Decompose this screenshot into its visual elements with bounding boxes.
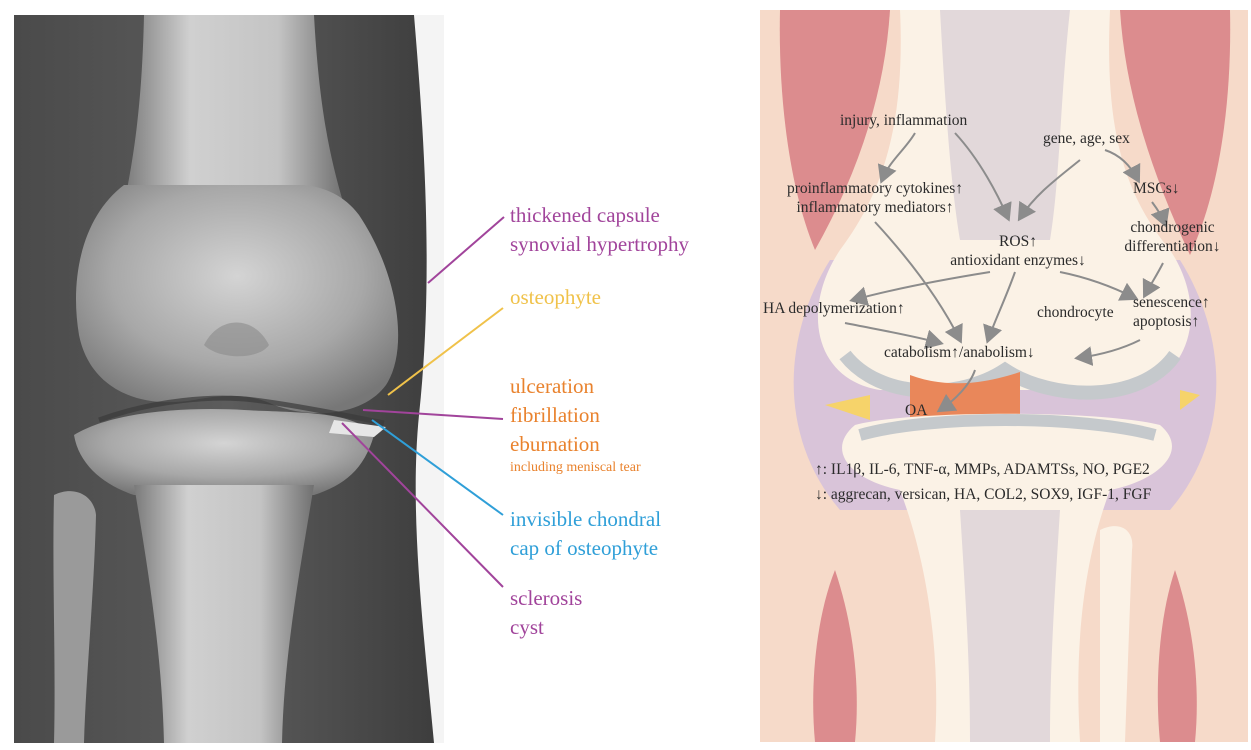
soft-tissue-edge xyxy=(414,15,444,743)
femur-marrow xyxy=(940,10,1070,240)
cartilage-label: ulceration fibrillation eburnation inclu… xyxy=(510,372,641,477)
muscle-lower-right xyxy=(1157,570,1197,742)
tibia-plateau xyxy=(74,409,374,495)
arrow-ros-to-ha xyxy=(849,271,991,307)
chondrocyte-text: chondrocyte xyxy=(1037,304,1114,321)
arrow-ros-to-senescence xyxy=(1059,271,1139,301)
arrow-chondrogenic-to-senescence xyxy=(1142,262,1164,299)
femur-condyles xyxy=(76,185,399,414)
capsule-label-line1: thickened capsule xyxy=(510,203,660,227)
arrow-senescence-to-catabolism xyxy=(1074,339,1141,367)
arrow-cytokines-to-catabolism xyxy=(874,221,963,344)
tibia-cartilage xyxy=(858,414,1157,441)
arrow-ros-to-catabolism xyxy=(983,271,1016,344)
catabolism-text: catabolism↑/anabolism↓ xyxy=(884,344,1035,361)
muscle-lower-left xyxy=(813,570,857,742)
fibula xyxy=(53,491,96,743)
meniscus-right xyxy=(1180,390,1200,410)
chondrogenic-text-line2: differentiation↓ xyxy=(1124,238,1221,255)
arrow-gene-to-ros xyxy=(1017,159,1081,222)
ros-text-line1: ROS↑ xyxy=(999,233,1037,250)
chondral-cap-label: invisible chondral cap of osteophyte xyxy=(510,505,661,563)
chondral-cap-label-line2: cap of osteophyte xyxy=(510,536,659,560)
arrow-mscs-to-chondrogenic xyxy=(1150,201,1170,228)
cytokines-text: proinflammatory cytokines↑ inflammatory … xyxy=(765,179,985,217)
femur-cartilage xyxy=(839,350,1181,400)
gene-age-sex-text: gene, age, sex xyxy=(1043,130,1130,147)
capsule-leader-line xyxy=(427,216,505,284)
tibia-shaft xyxy=(134,485,314,743)
senescence-text-line2: apoptosis↑ xyxy=(1133,313,1200,330)
knee-xray-image xyxy=(14,15,444,743)
osteophyte-label: osteophyte xyxy=(510,285,601,309)
tibia-marrow xyxy=(960,510,1060,742)
cytokines-text-line2: inflammatory mediators↑ xyxy=(796,199,954,216)
cartilage-label-line1: ulceration xyxy=(510,374,594,398)
senescence-text: senescence↑ apoptosis↑ xyxy=(1133,293,1210,331)
arrow-gene-to-mscs xyxy=(1104,149,1141,184)
bone-change-label: sclerosis cyst xyxy=(510,584,582,642)
cytokines-text-line1: proinflammatory cytokines↑ xyxy=(786,180,964,197)
meniscus-left xyxy=(825,395,870,420)
arrow-injury-to-cytokines xyxy=(877,132,916,184)
cartilage-label-note: including meniscal tear xyxy=(510,460,641,475)
femur-shaft xyxy=(124,15,344,205)
muscle-left xyxy=(779,10,890,250)
pathway-arrows xyxy=(844,132,1170,413)
capsule-label: thickened capsule synovial hypertrophy xyxy=(510,201,689,259)
bone-change-label-line2: cyst xyxy=(510,615,544,639)
arrow-injury-to-ros xyxy=(954,132,1012,222)
oa-text: OA xyxy=(905,402,928,419)
cartilage-leader-line xyxy=(362,409,504,420)
fibula-bone xyxy=(1100,526,1133,742)
cartilage-label-line3: eburnation xyxy=(510,432,600,456)
arrow-catabolism-to-oa xyxy=(936,369,976,413)
arrow-ha-to-catabolism xyxy=(844,322,944,350)
chondral-cap-leader-line xyxy=(371,419,504,516)
chondrogenic-text: chondrogenic differentiation↓ xyxy=(1115,218,1230,256)
bone-leader-line xyxy=(341,422,504,588)
bone-change-label-line1: sclerosis xyxy=(510,586,583,610)
intercondylar-notch xyxy=(204,322,269,357)
legend-downregulated: ↓: aggrecan, versican, HA, COL2, SOX9, I… xyxy=(815,486,1152,503)
muscle-right xyxy=(1120,10,1231,255)
chondrogenic-text-line1: chondrogenic xyxy=(1130,219,1215,236)
ros-text: ROS↑ antioxidant enzymes↓ xyxy=(928,232,1108,270)
senescence-text-line1: senescence↑ xyxy=(1133,294,1210,311)
osteophyte-leader-line xyxy=(387,307,504,396)
joint-space xyxy=(98,395,385,426)
mscs-text: MSCs↓ xyxy=(1133,180,1180,197)
cartilage-label-line2: fibrillation xyxy=(510,403,600,427)
knee-schematic-illustration xyxy=(760,10,1248,742)
ros-text-line2: antioxidant enzymes↓ xyxy=(950,252,1086,269)
injury-inflammation-text: injury, inflammation xyxy=(840,112,968,129)
legend-upregulated: ↑: IL1β, IL-6, TNF-α, MMPs, ADAMTSs, NO,… xyxy=(815,461,1150,478)
capsule-label-line2: synovial hypertrophy xyxy=(510,232,690,256)
ha-depolymerization-text: HA depolymerization↑ xyxy=(763,300,905,317)
chondral-cap-label-line1: invisible chondral xyxy=(510,507,662,531)
